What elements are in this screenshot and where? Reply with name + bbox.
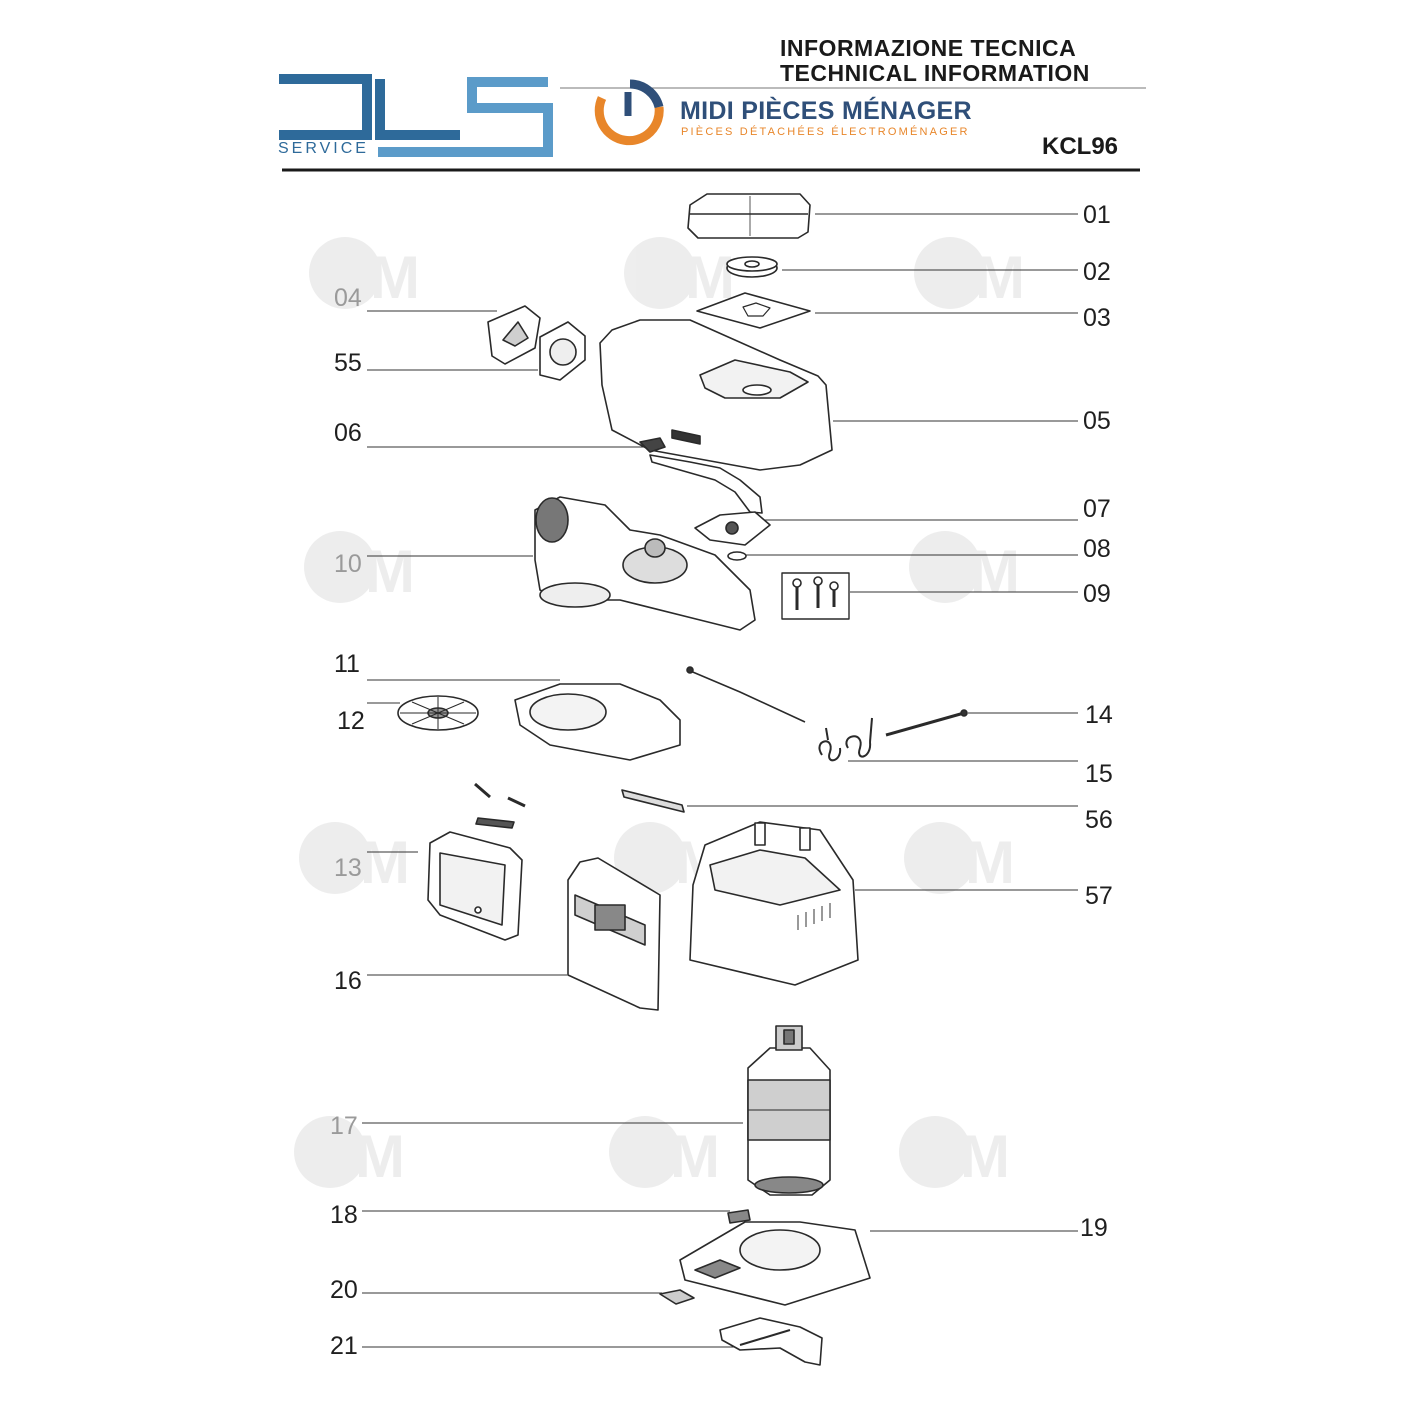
part-13-control-panel bbox=[427, 831, 523, 941]
svg-text:PM: PM bbox=[925, 829, 1015, 896]
part-number-14: 14 bbox=[1085, 701, 1113, 729]
part-13-screws bbox=[474, 782, 526, 829]
title-italian: INFORMAZIONE TECNICA bbox=[780, 35, 1077, 61]
part-number-55: 55 bbox=[334, 349, 362, 377]
part-number-07: 07 bbox=[1083, 495, 1111, 523]
part-04-knob-cover bbox=[487, 305, 541, 365]
part-56-rail bbox=[621, 789, 685, 813]
title-english: TECHNICAL INFORMATION bbox=[780, 60, 1090, 86]
part-11-base-tray bbox=[514, 683, 681, 761]
mpm-logo-icon bbox=[594, 79, 664, 146]
part-number-08: 08 bbox=[1083, 535, 1111, 563]
part-21-lever bbox=[719, 1317, 823, 1366]
mpm-brand-name: MIDI PIÈCES MÉNAGER bbox=[680, 97, 972, 125]
part-10-gearbox bbox=[534, 496, 756, 631]
part-18-key bbox=[727, 1209, 751, 1224]
part-16-front-panel bbox=[567, 857, 661, 1011]
part-17-motor bbox=[747, 1025, 831, 1196]
part-number-10: 10 bbox=[334, 550, 362, 578]
part-number-18: 18 bbox=[330, 1201, 358, 1229]
part-19-motor-support bbox=[679, 1221, 871, 1306]
watermark: PM bbox=[609, 1116, 720, 1190]
part-number-03: 03 bbox=[1083, 304, 1111, 332]
part-number-19: 19 bbox=[1080, 1214, 1108, 1242]
dls-logo bbox=[279, 74, 553, 157]
part-number-17: 17 bbox=[330, 1112, 358, 1140]
part-number-13: 13 bbox=[334, 854, 362, 882]
part-number-21: 21 bbox=[330, 1332, 358, 1360]
mpm-brand-tagline: PIÈCES DÉTACHÉES ÉLECTROMÉNAGER bbox=[681, 126, 970, 138]
part-number-01: 01 bbox=[1083, 201, 1111, 229]
part-55-knob-housing bbox=[539, 321, 586, 381]
model-number: KCL96 bbox=[1042, 133, 1119, 160]
part-cable bbox=[686, 666, 806, 723]
watermark: PM bbox=[294, 1116, 405, 1190]
watermark: PM bbox=[914, 237, 1025, 311]
svg-text:PM: PM bbox=[325, 538, 415, 605]
svg-text:PM: PM bbox=[935, 244, 1025, 311]
part-number-56: 56 bbox=[1085, 806, 1113, 834]
part-number-57: 57 bbox=[1085, 882, 1113, 910]
part-05-top-housing bbox=[599, 319, 833, 471]
watermark: PM bbox=[299, 822, 410, 896]
watermark: PM bbox=[304, 531, 415, 605]
part-number-05: 05 bbox=[1083, 407, 1111, 435]
part-01-lid bbox=[687, 193, 811, 239]
part-number-16: 16 bbox=[334, 967, 362, 995]
part-09-screws bbox=[781, 572, 850, 620]
watermark: PM bbox=[624, 237, 735, 311]
part-08-washer bbox=[727, 551, 747, 561]
watermark: PM bbox=[904, 822, 1015, 896]
watermark: PM bbox=[899, 1116, 1010, 1190]
part-drawings bbox=[397, 193, 968, 1366]
part-07-bracket bbox=[694, 511, 771, 546]
dls-service-label: SERVICE bbox=[278, 140, 369, 157]
svg-text:PM: PM bbox=[930, 538, 1020, 605]
svg-text:PM: PM bbox=[315, 1123, 405, 1190]
part-number-20: 20 bbox=[330, 1276, 358, 1304]
svg-text:PM: PM bbox=[920, 1123, 1010, 1190]
part-57-motor-housing bbox=[689, 821, 859, 986]
svg-text:PM: PM bbox=[330, 244, 420, 311]
part-number-11: 11 bbox=[334, 650, 360, 678]
watermark: PM bbox=[309, 237, 420, 311]
part-20-clip bbox=[659, 1289, 695, 1305]
part-12-fan bbox=[397, 695, 479, 731]
part-number-09: 09 bbox=[1083, 580, 1111, 608]
part-number-15: 15 bbox=[1085, 760, 1113, 788]
part-number-02: 02 bbox=[1083, 258, 1111, 286]
part-03-gasket bbox=[696, 292, 811, 329]
svg-text:PM: PM bbox=[320, 829, 410, 896]
leader-lines bbox=[362, 213, 1078, 1348]
watermark: PM bbox=[909, 531, 1020, 605]
part-number-04: 04 bbox=[334, 284, 362, 312]
part-02-cap bbox=[726, 256, 778, 278]
part-number-06: 06 bbox=[334, 419, 362, 447]
part-15-spring bbox=[818, 717, 873, 762]
part-number-12: 12 bbox=[337, 707, 365, 735]
svg-text:PM: PM bbox=[645, 244, 735, 311]
svg-text:PM: PM bbox=[630, 1123, 720, 1190]
part-14-pin bbox=[885, 709, 968, 737]
